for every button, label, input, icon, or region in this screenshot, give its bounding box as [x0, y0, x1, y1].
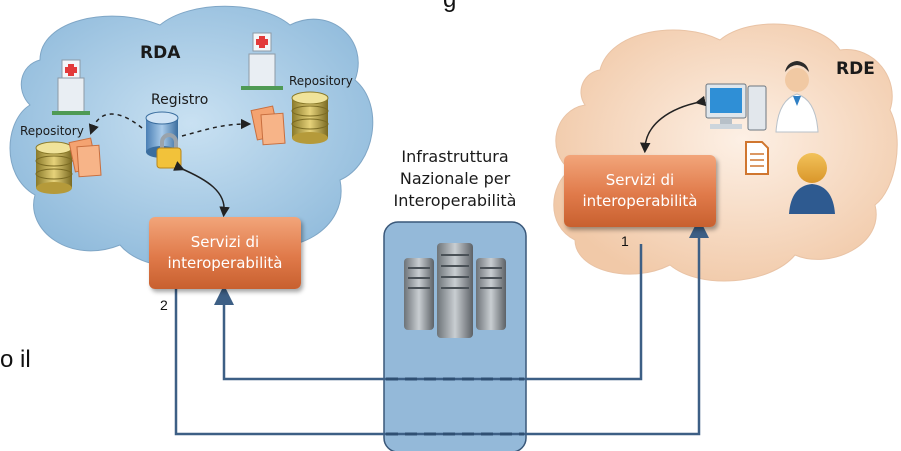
repository-database-icon-right: [291, 91, 329, 144]
patient-icon: [789, 153, 835, 214]
server-rack-icon: [404, 243, 506, 338]
repository-database-icon-left: [35, 141, 73, 194]
registry-dashed-links: [88, 113, 252, 137]
computer-service-arrow: [639, 95, 707, 154]
repository-label-right: Repository: [289, 74, 353, 88]
edge-fragment-left: o il: [0, 346, 31, 373]
documents-icon-right: [250, 105, 286, 146]
infrastructure-label-line2: Nazionale per: [399, 169, 511, 188]
infrastructure-label: Infrastruttura Nazionale per Interoperab…: [370, 146, 540, 212]
rda-cloud: [9, 5, 374, 268]
repository-label-left: Repository: [20, 124, 84, 138]
computer-icon: [705, 83, 767, 131]
services-right-number: 1: [621, 233, 629, 249]
infrastructure-label-line3: Interoperabilità: [393, 191, 517, 210]
services-box-right-line1: Servizi di: [605, 171, 675, 189]
doctor-icon: [775, 61, 819, 133]
hospital-icon-left: [52, 59, 90, 115]
services-left-number: 2: [160, 297, 168, 313]
document-icon: [745, 141, 769, 175]
services-box-right-line2: interoperabilità: [582, 192, 698, 210]
registry-label: Registro: [151, 92, 209, 108]
hospital-icon-right: [241, 32, 283, 90]
services-box-right: Servizi di interoperabilità: [564, 155, 716, 227]
registry-service-arrow: [173, 161, 230, 218]
rde-cloud-label: RDE: [836, 59, 875, 79]
services-box-left-line1: Servizi di: [190, 233, 260, 251]
services-box-left-line2: interoperabilità: [167, 254, 283, 272]
rda-cloud-label: RDA: [140, 43, 181, 63]
edge-fragment-top: g: [443, 0, 456, 14]
dashed-panel-segments: [386, 377, 524, 436]
infrastructure-label-line1: Infrastruttura: [401, 147, 509, 166]
documents-icon-left: [68, 137, 102, 178]
services-box-left: Servizi di interoperabilità: [149, 217, 301, 289]
